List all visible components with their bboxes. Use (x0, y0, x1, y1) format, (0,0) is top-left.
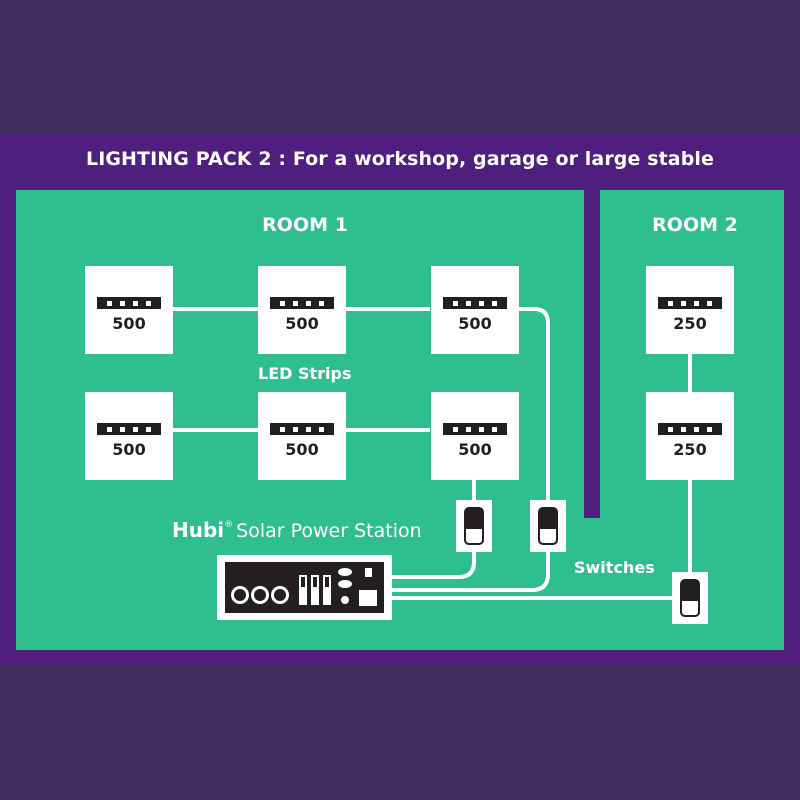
usb-port-icon (323, 575, 331, 605)
diagram-title: LIGHTING PACK 2 : For a workshop, garage… (85, 148, 715, 170)
wire-row1-to-switch (518, 307, 550, 503)
usb-port-icon (299, 575, 307, 605)
wire-switch-a-station (392, 546, 476, 579)
indicator-icon (338, 580, 352, 588)
light-rating: 250 (673, 440, 707, 459)
outlet-icon (251, 586, 269, 604)
outlet-icon (271, 586, 289, 604)
led-light-r1-1: 500 (85, 266, 173, 354)
light-switch-a (456, 500, 492, 552)
led-strip-icon (270, 297, 334, 309)
led-light-r2-1: 500 (85, 392, 173, 480)
room-1-label: ROOM 1 (262, 214, 348, 236)
usb-port-icon (311, 575, 319, 605)
light-rating: 500 (285, 314, 319, 333)
led-light-r1-3: 500 (431, 266, 519, 354)
led-strip-icon (658, 423, 722, 435)
light-rating: 500 (112, 314, 146, 333)
light-switch-b (530, 500, 566, 552)
power-station-icon (217, 555, 392, 620)
registered-mark: ® (224, 520, 234, 530)
led-strips-caption: LED Strips (258, 364, 352, 383)
light-rating: 500 (458, 440, 492, 459)
station-name: Solar Power Station (236, 520, 422, 542)
brand-name: Hubi (172, 518, 225, 542)
led-light-r2-3: 500 (431, 392, 519, 480)
light-rating: 500 (112, 440, 146, 459)
led-strip-icon (97, 423, 161, 435)
light-switch-c (672, 572, 708, 624)
light-rating: 500 (458, 314, 492, 333)
room-2-label: ROOM 2 (652, 214, 738, 236)
dc-socket-icon (359, 590, 377, 606)
switches-caption: Switches (574, 558, 655, 577)
light-switch-icon (538, 507, 558, 545)
port-icon (341, 596, 349, 604)
led-strip-icon (97, 297, 161, 309)
light-rating: 250 (673, 314, 707, 333)
led-strip-icon (443, 297, 507, 309)
room-1-area-extension (584, 518, 600, 650)
power-button-icon (365, 568, 372, 577)
light-switch-icon (680, 579, 700, 617)
led-strip-icon (658, 297, 722, 309)
led-light-r2-2: 500 (258, 392, 346, 480)
led-strip-icon (443, 423, 507, 435)
led-light-room2-2: 250 (646, 392, 734, 480)
indicator-icon (338, 568, 352, 576)
light-rating: 500 (285, 440, 319, 459)
wire-switch-b-station (392, 547, 550, 592)
outlet-icon (231, 586, 249, 604)
station-brand-label: Hubi®Solar Power Station (172, 518, 422, 542)
led-light-r1-2: 500 (258, 266, 346, 354)
led-light-room2-1: 250 (646, 266, 734, 354)
led-strip-icon (270, 423, 334, 435)
station-panel (225, 562, 384, 613)
light-switch-icon (464, 507, 484, 545)
